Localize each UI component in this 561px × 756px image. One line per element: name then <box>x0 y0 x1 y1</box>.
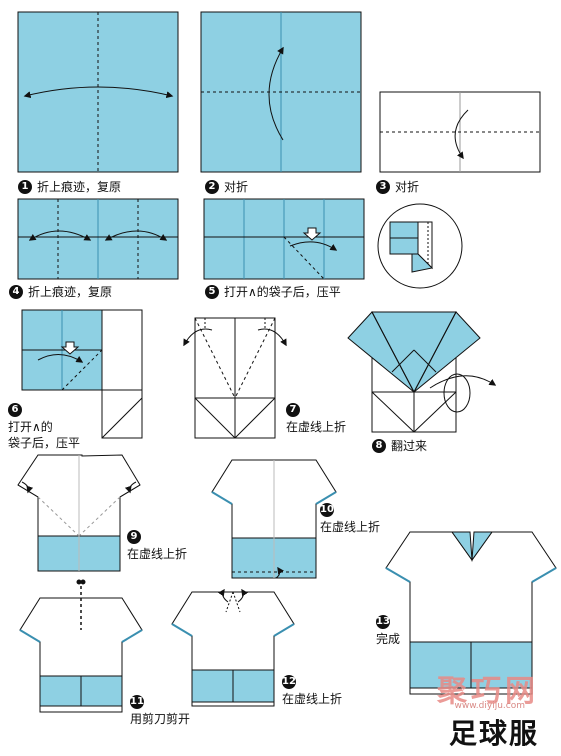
step-8-caption: 8 翻过来 <box>372 437 427 454</box>
step-6-paper <box>21 309 143 439</box>
step-12-caption: 12 在虚线上折 <box>282 672 342 707</box>
step-6-text-line2: 袋子后，压平 <box>8 436 81 450</box>
step-6-number: 6 <box>8 403 22 417</box>
step-4-paper <box>17 198 179 280</box>
watermark-brand: 聚巧网 <box>437 674 539 709</box>
step-10-caption: 10 在虚线上折 <box>320 500 380 535</box>
step-11-caption: 11 用剪刀剪开 <box>130 692 190 727</box>
step-4-caption: 4 折上痕迹，复原 <box>9 283 112 300</box>
step-12-number: 12 <box>282 675 296 689</box>
step-11-shirt <box>19 579 143 713</box>
step-13-text: 完成 <box>376 632 401 646</box>
step-7-number: 7 <box>286 403 300 417</box>
step-1-number: 1 <box>18 179 32 194</box>
step-5-text: 打开∧的袋子后，压平 <box>224 285 341 299</box>
step-9-shirt <box>17 454 141 572</box>
step-13-number: 13 <box>376 615 390 629</box>
step-8-number: 8 <box>372 438 386 453</box>
step-6-text-line1: 打开∧的 <box>8 420 53 434</box>
step-3-caption: 3 对折 <box>376 178 419 195</box>
step-10-number: 10 <box>320 503 334 517</box>
step-3-text: 对折 <box>395 180 420 194</box>
step-11-text: 用剪刀剪开 <box>130 712 191 726</box>
step-10-text: 在虚线上折 <box>320 520 381 534</box>
step-7-paper <box>183 317 287 439</box>
step-12-shirt <box>171 588 295 707</box>
step-2-number: 2 <box>205 179 219 194</box>
step-9-text: 在虚线上折 <box>127 547 188 561</box>
step-7-caption: 7 在虚线上折 <box>286 400 346 435</box>
step-13-caption: 13 完成 <box>376 612 400 647</box>
page-title: 足球服 <box>448 717 539 750</box>
step-3-number: 3 <box>376 179 390 194</box>
step-1-paper <box>17 11 179 173</box>
step-3-paper <box>379 91 541 173</box>
step-11-number: 11 <box>130 695 144 709</box>
step-8-paper <box>347 311 497 433</box>
step-5-number: 5 <box>205 284 219 299</box>
step-1-text: 折上痕迹，复原 <box>37 180 122 194</box>
step-9-number: 9 <box>127 530 141 544</box>
step-1-caption: 1 折上痕迹，复原 <box>18 178 121 195</box>
step-4-text: 折上痕迹，复原 <box>28 285 113 299</box>
step-10-shirt <box>211 459 337 579</box>
step-5-caption: 5 打开∧的袋子后，压平 <box>205 283 341 300</box>
step-2-caption: 2 对折 <box>205 178 248 195</box>
step-2-paper <box>200 11 362 173</box>
step-4-number: 4 <box>9 284 23 299</box>
step-9-caption: 9 在虚线上折 <box>127 527 187 562</box>
step-5-paper <box>203 198 365 280</box>
detail-circle <box>377 203 463 289</box>
step-12-text: 在虚线上折 <box>282 692 343 706</box>
step-2-text: 对折 <box>224 180 249 194</box>
watermark-url: www.diyiju.com <box>454 701 525 711</box>
step-7-text: 在虚线上折 <box>286 420 347 434</box>
step-8-text: 翻过来 <box>391 439 428 453</box>
step-13-shirt <box>385 531 557 695</box>
step-6-caption: 6 打开∧的 袋子后，压平 <box>8 400 80 451</box>
